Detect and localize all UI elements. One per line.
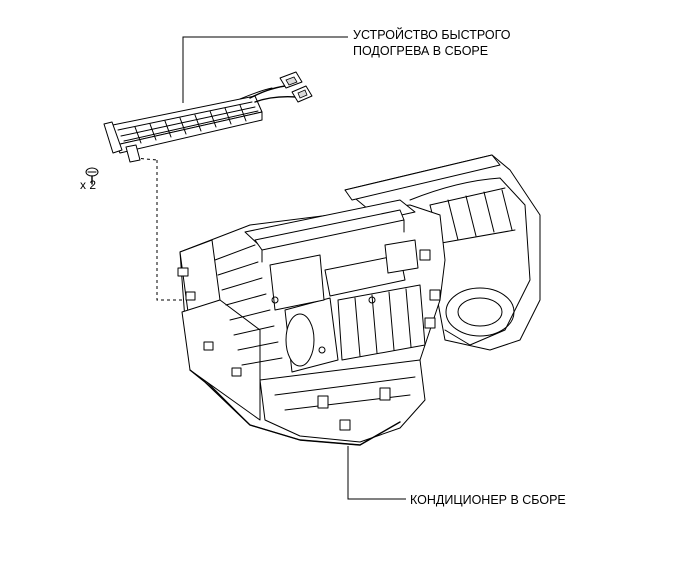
screw (85, 167, 99, 185)
ac-leader-line (347, 446, 406, 500)
heater-leader-line (182, 36, 348, 103)
ac-assembly-label: КОНДИЦИОНЕР В СБОРЕ (410, 493, 566, 507)
heater-label-line1: УСТРОЙСТВО БЫСТРОГО (353, 28, 511, 42)
quick-heater-assembly (103, 71, 313, 163)
air-conditioner-assembly (177, 154, 541, 446)
screw-quantity-label: x 2 (80, 178, 97, 192)
heater-assembly-label: УСТРОЙСТВО БЫСТРОГО ПОДОГРЕВА В СБОРЕ (353, 27, 510, 59)
heater-label-line2: ПОДОГРЕВА В СБОРЕ (353, 44, 489, 58)
